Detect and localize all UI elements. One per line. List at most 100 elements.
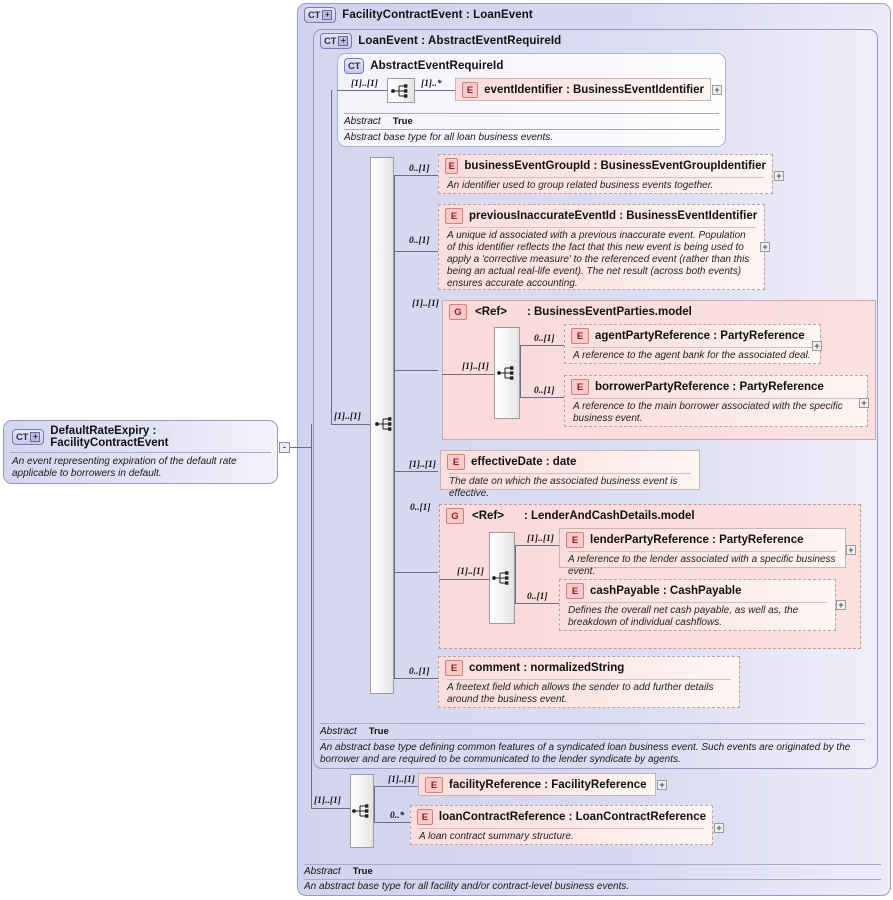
divider — [304, 864, 881, 865]
element-facility-reference[interactable]: E facilityReference : FacilityReference — [418, 773, 656, 796]
element-header: E facilityReference : FacilityReference — [419, 774, 655, 795]
connector-line — [394, 370, 438, 371]
collapse-button-default-rate-expiry[interactable]: - — [279, 442, 290, 453]
element-header: E eventIdentifier : BusinessEventIdentif… — [456, 79, 710, 100]
element-doc: A loan contract summary structure. — [419, 831, 574, 842]
divider — [344, 129, 719, 130]
expand-button-business-event-group-id[interactable]: + — [774, 171, 784, 181]
expand-button-agent-party-reference[interactable]: + — [812, 341, 822, 351]
abstract-key: Abstract — [304, 866, 341, 877]
cardinality-borrower-party-reference: 0..[1] — [534, 386, 555, 396]
connector-line — [415, 90, 455, 91]
element-header: E borrowerPartyReference : PartyReferenc… — [565, 376, 867, 397]
complextype-badge-icon[interactable]: CT+ — [320, 33, 353, 49]
group-header: G <Ref> : LenderAndCashDetails.model — [440, 505, 860, 524]
expand-plus-icon[interactable]: + — [30, 432, 41, 442]
element-business-event-group-id[interactable]: E businessEventGroupId : BusinessEventGr… — [438, 154, 773, 194]
divider — [447, 177, 764, 178]
expand-button-previous-inaccurate-event-id[interactable]: + — [760, 242, 770, 252]
connector-line — [394, 572, 438, 573]
expand-plus-icon[interactable]: + — [322, 10, 333, 20]
complextype-badge-icon[interactable]: CT+ — [304, 7, 337, 23]
element-lender-party-reference[interactable]: E lenderPartyReference : PartyReference … — [559, 528, 846, 577]
cardinality-bep-seq: [1]..[1] — [462, 362, 489, 372]
element-borrower-party-reference[interactable]: E borrowerPartyReference : PartyReferenc… — [564, 375, 868, 427]
sequence-icon — [375, 417, 392, 431]
expand-button-facility-reference[interactable]: + — [657, 780, 667, 790]
cardinality-lender-party-reference: [1]..[1] — [527, 534, 554, 544]
connector-line — [374, 822, 410, 823]
divider — [10, 452, 271, 453]
connector-line — [394, 678, 438, 679]
connector-line — [337, 90, 387, 91]
connector-line — [394, 251, 438, 252]
element-agent-party-reference[interactable]: E agentPartyReference : PartyReference A… — [564, 324, 821, 364]
expand-button-cash-payable[interactable]: + — [836, 600, 846, 610]
expand-button-borrower-party-reference[interactable]: + — [859, 398, 869, 408]
expand-plus-icon[interactable]: + — [338, 36, 349, 46]
element-effective-date[interactable]: E effectiveDate : date The date on which… — [440, 450, 700, 499]
complextype-badge-icon[interactable]: CT — [344, 58, 365, 74]
connector-line — [520, 345, 564, 346]
element-badge-icon: E — [462, 82, 479, 98]
expand-button-event-identifier[interactable]: + — [712, 85, 722, 95]
connector-line — [515, 545, 516, 603]
complextype-badge-icon[interactable]: CT+ — [12, 429, 45, 445]
connector-line-root — [290, 447, 312, 448]
element-name: lenderPartyReference : PartyReference — [590, 534, 804, 546]
element-event-identifier[interactable]: E eventIdentifier : BusinessEventIdentif… — [455, 78, 711, 101]
element-badge-icon: E — [445, 158, 459, 174]
element-previous-inaccurate-event-id[interactable]: E previousInaccurateEventId : BusinessEv… — [438, 204, 765, 290]
element-name: comment : normalizedString — [469, 662, 625, 674]
root-element-default-rate-expiry[interactable]: CT+ DefaultRateExpiry : FacilityContract… — [3, 420, 278, 484]
element-badge-icon: E — [571, 328, 589, 344]
element-loan-contract-reference[interactable]: E loanContractReference : LoanContractRe… — [410, 805, 713, 845]
cardinality-effective-date: [1]..[1] — [409, 460, 436, 470]
element-badge-icon: E — [445, 208, 463, 224]
sequence-icon — [492, 571, 509, 585]
group-name: : LenderAndCashDetails.model — [523, 510, 695, 522]
divider — [320, 723, 865, 724]
sequence-icon — [391, 83, 408, 98]
abstract-doc-abstract-event: Abstract base type for all loan business… — [344, 132, 554, 143]
element-name: loanContractReference : LoanContractRefe… — [438, 811, 706, 823]
connector-line — [311, 424, 312, 809]
divider — [447, 227, 756, 228]
expand-button-loan-contract-reference[interactable]: + — [714, 823, 724, 833]
element-doc: The date on which the associated busines… — [449, 476, 678, 499]
connector-line — [515, 545, 559, 546]
sequence-icon — [497, 366, 514, 380]
abstract-event-require-id-title: AbstractEventRequireId — [370, 60, 504, 72]
element-name: cashPayable : CashPayable — [590, 585, 742, 597]
expand-button-lender-party-reference[interactable]: + — [846, 545, 856, 555]
sequence-compositor-abstract-event[interactable] — [387, 78, 415, 103]
element-header: E previousInaccurateEventId : BusinessEv… — [439, 205, 764, 226]
element-header: E loanContractReference : LoanContractRe… — [411, 806, 712, 827]
divider — [344, 113, 719, 114]
abstract-key: Abstract — [320, 726, 357, 737]
element-header: E lenderPartyReference : PartyReference — [560, 529, 845, 550]
root-title: DefaultRateExpiry : FacilityContractEven… — [50, 425, 169, 449]
element-cash-payable[interactable]: E cashPayable : CashPayable Defines the … — [559, 579, 836, 631]
connector-line-rail — [374, 786, 375, 822]
sequence-icon — [352, 804, 369, 818]
sequence-icon-wrap-bep — [497, 366, 517, 380]
element-doc: Defines the overall net cash payable, as… — [568, 605, 799, 628]
sequence-icon-wrap-loan-event — [375, 417, 395, 431]
abstract-value: True — [368, 726, 389, 737]
element-badge-icon: E — [447, 454, 465, 470]
group-badge-icon: G — [449, 304, 467, 320]
divider — [573, 347, 812, 348]
element-header: E businessEventGroupId : BusinessEventGr… — [439, 155, 772, 176]
cardinality-loan-event-seq: [1]..[1] — [334, 412, 361, 422]
element-badge-icon: E — [417, 809, 433, 825]
divider — [568, 551, 837, 552]
cardinality-fce-seq: [1]..[1] — [314, 796, 341, 806]
abstract-doc-loan-event: An abstract base type defining common fe… — [320, 742, 851, 765]
cardinality-lcd-seq: [1]..[1] — [457, 567, 484, 577]
element-name: effectiveDate : date — [471, 456, 577, 468]
element-doc: A unique id associated with a previous i… — [447, 230, 750, 289]
element-comment[interactable]: E comment : normalizedString A freetext … — [438, 656, 740, 708]
connector-line — [394, 175, 438, 176]
